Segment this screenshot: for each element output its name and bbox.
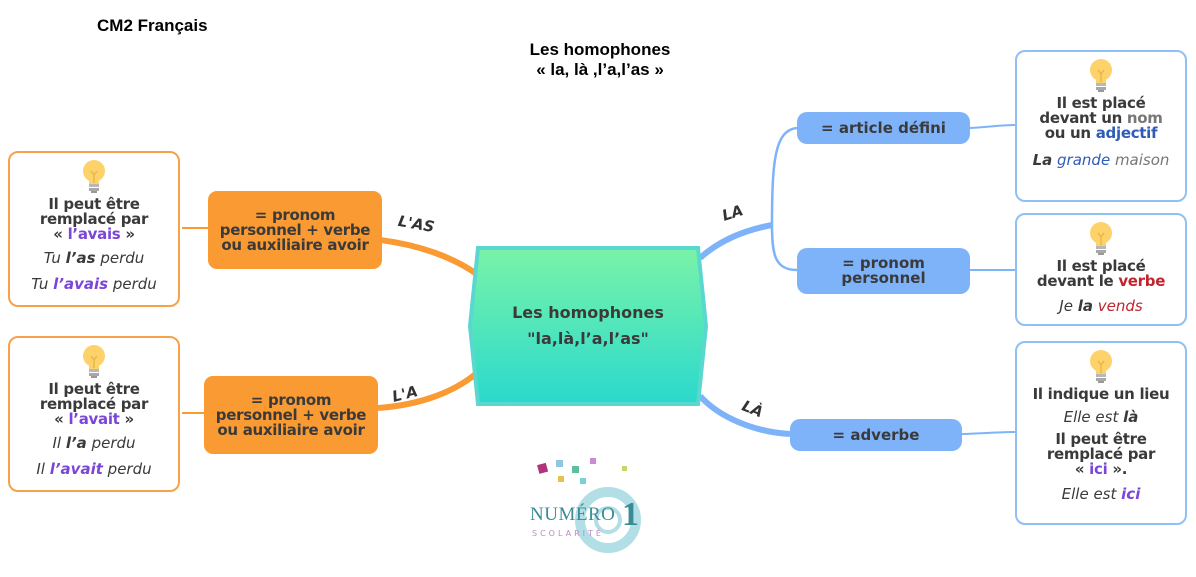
- topic-pronom-personnel[interactable]: = pronom personnel: [797, 248, 970, 294]
- topic-article-defini[interactable]: = article défini: [797, 112, 970, 144]
- card-pronom-example: Je la vends: [1059, 297, 1143, 315]
- quote-close: »: [120, 225, 135, 243]
- quote-open: «: [53, 225, 68, 243]
- logo-text-scolarite: SCOLARITÉ: [532, 529, 604, 538]
- lightbulb-icon: [1090, 59, 1112, 92]
- subject-label: CM2 Français: [97, 16, 208, 35]
- card-article-line-3: ou un adjectif: [1044, 124, 1158, 142]
- card-adverbe-line-2: Il peut être: [1055, 430, 1147, 448]
- card-las-line-2: remplacé par: [39, 210, 149, 228]
- replacement-word: l’avais: [67, 225, 121, 243]
- note-card-las[interactable]: Il peut être remplacé par « l’avais » Tu…: [8, 151, 180, 307]
- quote-open: «: [54, 410, 69, 428]
- central-topic-line-2: "la,là,l’a,l’as": [527, 329, 649, 348]
- replacement-word: l’avait: [68, 410, 120, 428]
- card-l-a-example-1: Il l’a perdu: [52, 434, 136, 452]
- card-l-a-line-1: Il peut être: [48, 380, 140, 398]
- topic-l-a-definition[interactable]: = pronom personnel + verbe ou auxiliaire…: [204, 376, 378, 454]
- logo-graphic: [537, 458, 641, 553]
- note-card-pronom-personnel[interactable]: Il est placé devant le verbe Je la vends: [1015, 213, 1187, 326]
- lightbulb-icon: [1090, 350, 1112, 383]
- note-card-adverbe[interactable]: Il indique un lieu Elle est là Il peut ê…: [1015, 341, 1187, 525]
- central-topic[interactable]: Les homophones "la,là,l’a,l’as": [470, 246, 706, 406]
- title-line-1: Les homophones: [529, 40, 671, 59]
- card-adverbe-example-1: Elle est là: [1063, 408, 1139, 426]
- card-adverbe-line-3: remplacé par: [1046, 445, 1156, 463]
- replacement-word: ici: [1089, 460, 1108, 478]
- card-pronom-line-2: devant le verbe: [1036, 272, 1166, 290]
- central-topic-line-1: Les homophones: [512, 303, 664, 322]
- page-title: Les homophones « la, là ,l’a,l’as »: [480, 40, 720, 80]
- card-article-line-1: Il est placé: [1056, 94, 1146, 112]
- topic-adverbe[interactable]: = adverbe: [790, 419, 962, 451]
- numero1-scolarite-logo: NUMÉRO 1 SCOLARITÉ: [528, 452, 652, 556]
- logo-digit: 1: [622, 496, 639, 533]
- card-las-line-1: Il peut être: [48, 195, 140, 213]
- logo-text-numero: NUMÉRO: [530, 504, 616, 525]
- lightbulb-icon: [83, 160, 105, 193]
- note-card-l-a[interactable]: Il peut être remplacé par « l’avait » Il…: [8, 336, 180, 492]
- card-pronom-line-1: Il est placé: [1056, 257, 1146, 275]
- card-adverbe-line-1: Il indique un lieu: [1032, 385, 1170, 403]
- card-article-line-2: devant un nom: [1039, 109, 1163, 127]
- topic-las-definition[interactable]: = pronom personnel + verbe ou auxiliaire…: [208, 191, 382, 269]
- lightbulb-icon: [83, 345, 105, 378]
- lightbulb-icon: [1090, 222, 1112, 255]
- card-article-example: La grande maison: [1032, 151, 1170, 169]
- quote-close: »: [119, 410, 134, 428]
- card-las-example-1: Tu l’as perdu: [43, 249, 145, 267]
- title-line-2: « la, là ,l’a,l’as »: [536, 60, 664, 79]
- card-l-a-line-2: remplacé par: [39, 395, 149, 413]
- note-card-article-defini[interactable]: Il est placé devant un nom ou un adjecti…: [1015, 50, 1187, 202]
- card-l-a-example-2: Il l’avait perdu: [36, 460, 152, 478]
- card-adverbe-example-2: Elle est ici: [1061, 485, 1141, 503]
- card-las-example-2: Tu l’avais perdu: [31, 275, 157, 293]
